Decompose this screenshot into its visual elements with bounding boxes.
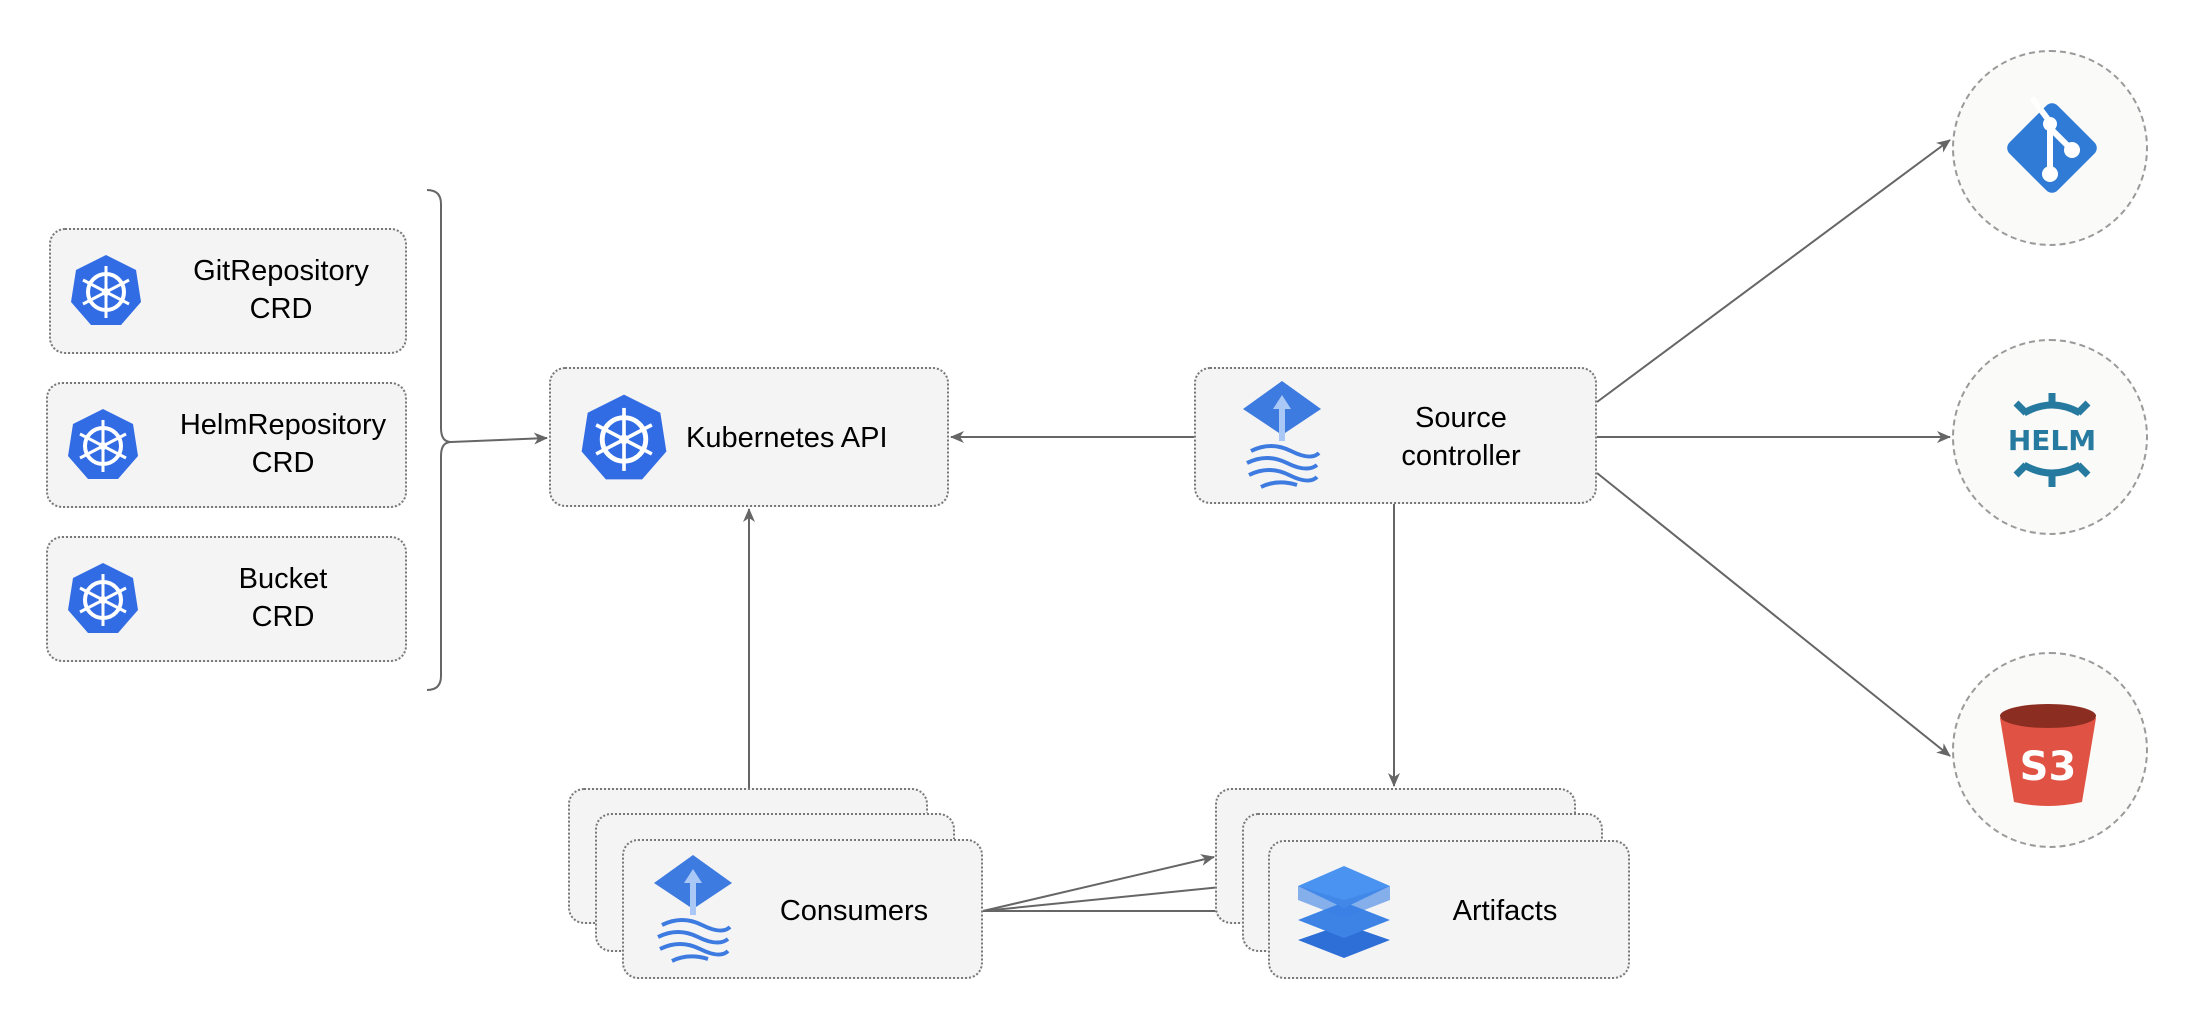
arrow-consumers-to-artifacts-1 bbox=[982, 854, 1215, 912]
source-controller-line2: controller bbox=[1401, 440, 1521, 472]
crd-brace bbox=[426, 189, 452, 691]
s3-wordmark: S3 bbox=[2020, 744, 2077, 790]
source-controller-line1: Source bbox=[1415, 402, 1507, 434]
git-source[interactable] bbox=[1952, 50, 2148, 246]
arrow-controller-to-git bbox=[1596, 139, 1951, 403]
consumers-label: Consumers bbox=[779, 895, 929, 927]
helm-wordmark: HELM bbox=[2008, 424, 2096, 457]
git-icon bbox=[2007, 96, 2097, 193]
artifacts-node[interactable]: Artifacts bbox=[1268, 840, 1630, 979]
helm-source[interactable]: HELM bbox=[1952, 339, 2148, 535]
crd-kind: CRD bbox=[249, 293, 313, 325]
crd-kind: CRD bbox=[251, 601, 315, 633]
crd-name: GitRepository bbox=[193, 255, 369, 287]
kubernetes-icon bbox=[68, 563, 138, 633]
layers-icon bbox=[1298, 866, 1390, 958]
source-controller-node[interactable]: Source controller bbox=[1194, 367, 1597, 504]
kubernetes-api-node[interactable]: Kubernetes API bbox=[549, 367, 949, 507]
artifacts-label: Artifacts bbox=[1452, 895, 1558, 927]
arrow-crds-to-api bbox=[450, 432, 548, 445]
kubernetes-icon bbox=[68, 409, 138, 479]
crd-name: HelmRepository bbox=[179, 409, 387, 441]
crd-name: Bucket bbox=[238, 563, 328, 595]
arrow-controller-to-s3 bbox=[1596, 472, 1951, 757]
consumers-node[interactable]: Consumers bbox=[622, 839, 983, 979]
crd-kind: CRD bbox=[251, 447, 315, 479]
flux-icon bbox=[654, 855, 732, 963]
s3-source[interactable]: S3 bbox=[1952, 652, 2148, 848]
helm-icon: HELM bbox=[2008, 393, 2096, 487]
kubernetes-icon bbox=[581, 394, 667, 480]
kubernetes-api-label: Kubernetes API bbox=[686, 422, 888, 454]
arrow-consumers-to-artifacts-2 bbox=[982, 880, 1242, 912]
kubernetes-icon bbox=[71, 255, 141, 325]
flux-icon bbox=[1243, 381, 1321, 489]
s3-bucket-icon: S3 bbox=[2000, 704, 2096, 806]
